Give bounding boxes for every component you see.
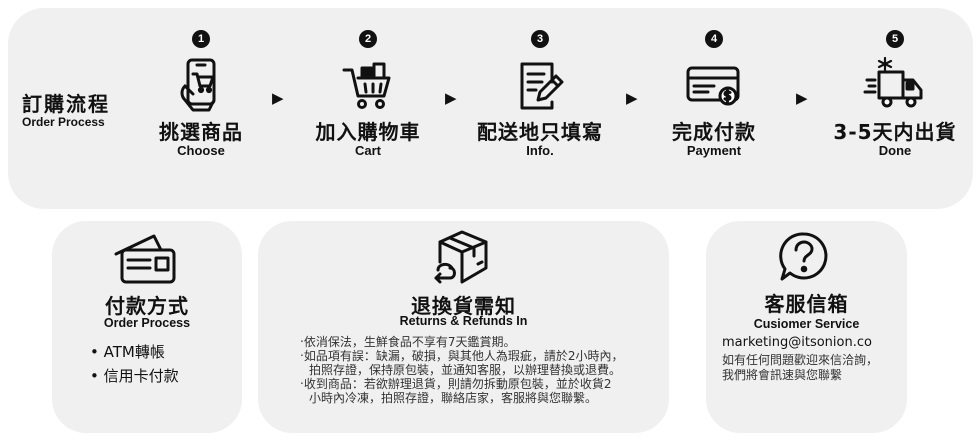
returns-note: ‧如品項有誤：缺漏，破損，與其他人為瑕疵，請於2小時內，: [300, 349, 624, 363]
step-number: 4: [705, 30, 723, 48]
delivery-truck-icon: [820, 56, 970, 116]
step-arrow-icon: ▶: [272, 89, 284, 107]
step-number: 2: [359, 30, 377, 48]
phone-shopping-icon: [126, 56, 276, 116]
step-number: 5: [886, 30, 904, 48]
step-label-en: Cart: [354, 143, 381, 158]
question-bubble-icon: [776, 230, 832, 290]
payment-title-zh: 付款方式: [105, 294, 189, 318]
service-email-link[interactable]: marketing@itsonion.co: [722, 335, 872, 350]
step-arrow-icon: ▶: [626, 89, 638, 107]
process-step-cart: 2 加入購物車 Cart: [293, 30, 443, 158]
step-number: 1: [192, 30, 210, 48]
service-title-zh: 客服信箱: [764, 292, 849, 316]
step-label-zh: 完成付款: [672, 120, 756, 144]
process-step-payment: 4 完成付款 Payment: [639, 30, 789, 158]
step-arrow-icon: ▶: [445, 89, 457, 107]
payment-item-credit-card: • 信用卡付款: [90, 367, 179, 385]
step-label-en: Choose: [177, 143, 225, 158]
step-label-zh: 挑選商品: [159, 120, 243, 144]
step-label-zh: 3-5天内出貨: [833, 120, 957, 144]
service-note: 如有任何問題歡迎來信洽詢，: [722, 353, 879, 367]
cart-icon: [293, 56, 443, 116]
order-process-title: 訂購流程 Order Process: [22, 93, 132, 129]
process-step-done: 5 3-5天内出貨 Done: [820, 30, 970, 158]
order-process-panel: [8, 8, 973, 209]
form-edit-icon: [465, 56, 615, 116]
order-process-title-en: Order Process: [22, 115, 105, 129]
returns-title-zh: 退換貨需知: [411, 294, 516, 318]
returns-note: ‧依消保法，生鮮食品不享有7天鑑賞期。: [300, 335, 516, 349]
process-step-choose: 1 挑選商品 Choose: [126, 30, 276, 158]
service-title-en: Cusiomer Service: [753, 317, 860, 331]
step-arrow-icon: ▶: [796, 89, 808, 107]
order-process-title-zh: 訂購流程: [22, 92, 110, 116]
step-label-en: Payment: [686, 143, 742, 158]
step-label-en: Done: [878, 143, 912, 158]
returns-note: 拍照存證，保持原包裝，並通知客服，以辦理替換或退費。: [309, 363, 622, 377]
payment-item-atm: • ATM轉帳: [90, 343, 165, 361]
service-note: 我們將會訊速與您聯繫: [722, 368, 843, 382]
returns-notes: ‧依消保法，生鮮食品不享有7天鑑賞期。 ‧如品項有誤：缺漏，破損，與其他人為瑕疵…: [300, 335, 660, 405]
returns-note: ‧收到商品：若欲辦理退貨，則請勿拆動原包裝，並於收貨2: [300, 377, 612, 391]
step-label-zh: 配送地只填寫: [477, 120, 603, 144]
process-step-info: 3 配送地只填寫 Info.: [465, 30, 615, 158]
return-box-icon: [432, 226, 494, 292]
returns-title-en: Returns & Refunds In: [399, 314, 528, 328]
step-label-zh: 加入購物車: [315, 120, 421, 144]
payment-title-en: Order Process: [103, 316, 191, 330]
returns-note: 小時內冷凍，拍照存證，聯絡店家，客服將與您聯繫。: [309, 391, 598, 405]
step-number: 3: [531, 30, 549, 48]
step-label-en: Info.: [526, 143, 554, 158]
payment-card-icon: [639, 56, 789, 116]
credit-card-icon: [110, 228, 182, 294]
